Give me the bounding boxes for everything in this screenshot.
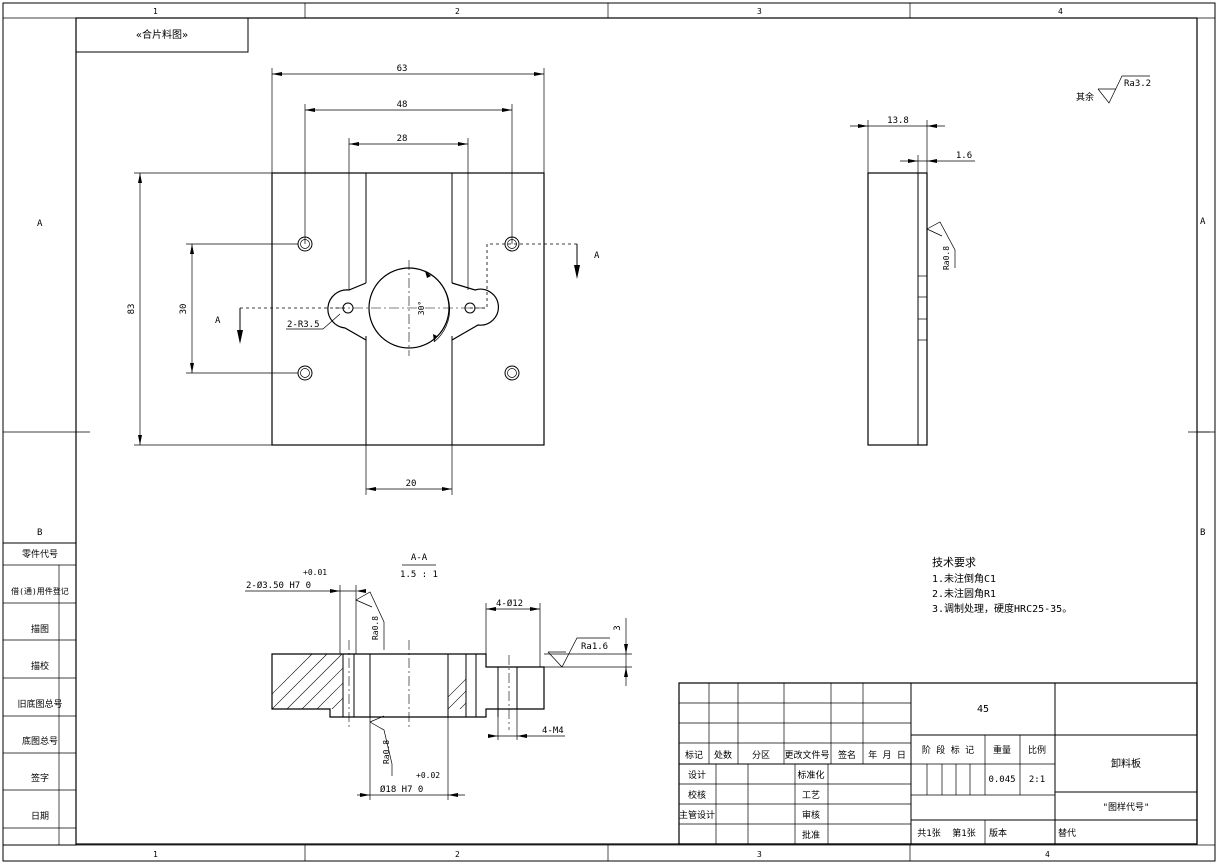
left-strip-label-3: 描图 [31, 623, 49, 635]
section-label: A-A [411, 553, 428, 563]
section-scale: 1.5 : 1 [400, 570, 438, 580]
left-strip-table [2, 542, 77, 846]
left-strip-label-6: 底图总号 [22, 735, 58, 747]
zone-row-left-b: B [37, 528, 42, 538]
ra16-label: Ra1.6 [581, 642, 608, 652]
hole-bl [297, 365, 313, 381]
title-box [75, 17, 249, 53]
cbore-dim: 4-Ø12 [496, 598, 523, 609]
tech-req-item-3: 3.调制处理，硬度HRC25-35。 [932, 602, 1072, 615]
tech-req-item-1: 1.未注倒角C1 [932, 572, 996, 585]
left-strip-label-4: 描校 [31, 660, 49, 672]
hole35-dim: 2-Ø3.50 H7 0 [246, 580, 311, 591]
tb-sign-3-right: 审核 [802, 809, 820, 821]
tb-scale-label: 比例 [1028, 744, 1046, 756]
section-ra-bottom: Ra0.8 [382, 740, 391, 764]
tb-stage-label: 阶 段 标 记 [922, 744, 974, 756]
hole-br [504, 365, 520, 381]
dim-30: 30 [179, 304, 189, 315]
zone-col-top-1: 1 [153, 7, 158, 16]
tb-rev-h1: 标记 [685, 749, 703, 761]
tb-rev-h5: 签名 [838, 749, 856, 761]
tb-part-name: 卸料板 [1111, 757, 1141, 770]
tech-req-title: 技术要求 [932, 556, 976, 569]
depth-dim: 3 [613, 625, 623, 630]
dim-83: 83 [127, 304, 137, 315]
left-strip-label-5: 旧底图总号 [17, 698, 62, 710]
front-view-dimensions [134, 68, 545, 495]
tap-dim: 4-M4 [542, 726, 564, 736]
roughness-note-value: Ra3.2 [1124, 79, 1151, 89]
flange-profile [327, 282, 500, 341]
tb-rev-h4: 更改文件号 [784, 749, 829, 761]
plate-outline [271, 172, 545, 446]
zone-col-bottom-3: 3 [757, 850, 762, 859]
tb-material: 45 [977, 704, 989, 715]
tb-sign-3-left: 主管设计 [679, 809, 715, 821]
left-strip-label-8: 日期 [31, 811, 49, 822]
tb-scale: 2:1 [1029, 775, 1045, 785]
tb-sheet-no: 第1张 [952, 827, 975, 839]
left-strip-label-7: 签字 [31, 772, 49, 784]
side-roughness: Ra0.8 [942, 246, 951, 270]
zone-col-bottom-2: 2 [455, 850, 460, 859]
title-block-grid [678, 682, 1198, 845]
zone-col-top-3: 3 [757, 7, 762, 16]
hole18-dim: Ø18 H7 0 [380, 784, 423, 795]
zone-row-left-a: A [37, 219, 43, 229]
dim-r35: 2-R3.5 [287, 320, 320, 330]
tb-weight: 0.045 [988, 775, 1015, 785]
tech-req-item-2: 2.未注圆角R1 [932, 587, 996, 600]
left-strip-label-2: 借(通)用件登记 [11, 586, 69, 596]
zone-markers [3, 3, 1215, 861]
section-view [245, 585, 632, 800]
zone-row-right-a: A [1200, 217, 1206, 227]
tb-sign-1-left: 设计 [688, 769, 706, 781]
tb-sign-2-right: 工艺 [802, 790, 820, 801]
dim-angle: 30° [417, 301, 426, 315]
front-view [237, 172, 580, 446]
title-box-label: «合片料图» [136, 28, 188, 41]
zone-col-top-2: 2 [455, 7, 460, 16]
zone-col-bottom-1: 1 [153, 850, 158, 859]
dim-48: 48 [397, 100, 408, 110]
section-mark-a-right: A [594, 251, 600, 261]
tb-rev-h2: 处数 [714, 749, 732, 761]
side-view [850, 120, 975, 446]
tb-sign-1-right: 标准化 [797, 769, 824, 781]
tb-rev-h6: 年 月 日 [868, 749, 906, 761]
dim-28: 28 [397, 134, 408, 144]
tb-sign-4-right: 批准 [802, 829, 820, 841]
tb-sheets-total: 共1张 [917, 828, 940, 839]
tb-weight-label: 重量 [993, 744, 1011, 756]
tb-version: 版本 [989, 827, 1007, 839]
dim-13-8: 13.8 [887, 116, 909, 126]
inner-frame [75, 17, 1198, 845]
dim-1-6: 1.6 [956, 151, 972, 161]
section-mark-a-left: A [215, 316, 221, 326]
zone-col-bottom-4: 4 [1045, 850, 1050, 859]
left-strip-label-1: 零件代号 [22, 548, 58, 560]
hole35-tol: +0.01 [303, 568, 327, 577]
section-ra-top: Ra0.8 [371, 616, 380, 640]
roughness-note-prefix: 其余 [1076, 91, 1094, 103]
tb-drawing-no: "图样代号" [1103, 801, 1150, 813]
general-roughness-symbol [1097, 75, 1150, 104]
zone-row-right-b: B [1200, 528, 1205, 538]
tb-sign-2-left: 校核 [688, 789, 706, 801]
dim-63: 63 [397, 64, 408, 74]
tb-rev-h3: 分区 [752, 750, 770, 761]
zone-col-top-4: 4 [1058, 7, 1063, 16]
tb-replace: 替代 [1058, 827, 1076, 839]
dim-20: 20 [406, 479, 417, 489]
hole18-tol: +0.02 [416, 771, 440, 780]
